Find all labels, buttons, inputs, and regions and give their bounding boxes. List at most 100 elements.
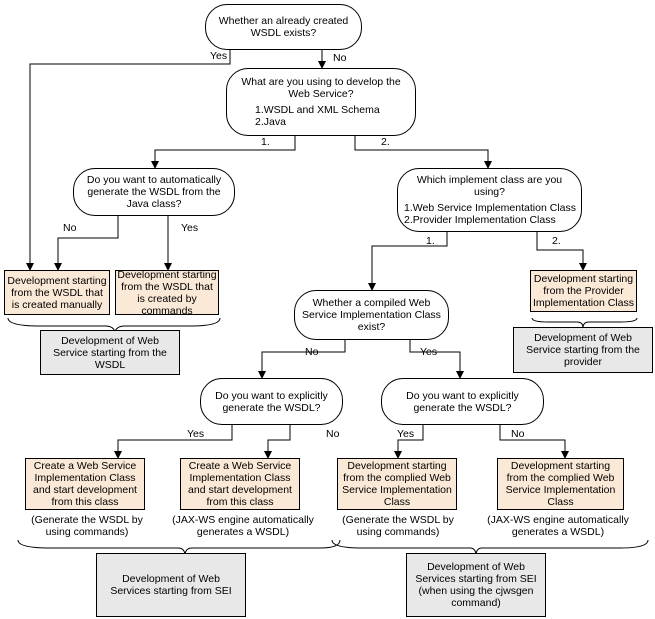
text-line: exist?	[357, 321, 386, 333]
text-line: from the Provider	[543, 285, 624, 297]
edge-q6-no	[264, 425, 291, 459]
edge-q6-yes	[114, 425, 233, 459]
text-line: commands	[141, 304, 193, 317]
text-line: and start development	[33, 484, 137, 496]
text-line: Service Implementation Class	[302, 309, 441, 321]
text-line: from the WSDL that	[121, 280, 213, 293]
label-q1-no: No	[333, 52, 347, 64]
edge-q2-2	[354, 136, 492, 169]
label-q4-1: 1.	[426, 235, 435, 247]
label-q3-yes: Yes	[181, 222, 199, 234]
text-line: (when using the cjwsgen	[418, 585, 534, 597]
text-line: Implementation Class	[533, 297, 634, 309]
text-line: (JAX-WS engine automatically	[172, 514, 314, 526]
label-q2-1: 1.	[261, 136, 270, 148]
label-q3-no: No	[63, 222, 77, 234]
text-line: Service starting from the	[526, 344, 640, 356]
text-line: Whether an already created	[218, 15, 349, 27]
text-line: (Generate the WSDL by	[31, 514, 143, 526]
edge-q1-yes	[26, 42, 231, 271]
text-line: generates a WSDL)	[511, 526, 605, 538]
label-q2-2: 2.	[381, 136, 390, 148]
text-line: Do you want to automatically	[86, 174, 222, 186]
text-line: Class	[547, 496, 574, 508]
text-line: generate the WSDL?	[222, 401, 321, 414]
edge-q4-2	[536, 232, 587, 271]
text-line: What are you using to develop the	[241, 76, 401, 88]
text-line: Development of Web	[534, 332, 632, 344]
edge-q4-1	[368, 232, 448, 291]
label-q4-2: 2.	[552, 235, 561, 247]
text-line: from the complied Web	[506, 472, 615, 484]
text-line: Development starting	[7, 274, 107, 287]
text-line: Class	[383, 496, 411, 508]
text-line: Do you want to explicitly	[215, 389, 328, 402]
text-line: Development starting	[510, 460, 611, 472]
text-line: Development starting	[117, 268, 217, 281]
text-line: (JAX-WS engine automatically	[487, 514, 629, 526]
text-line: Java class?	[126, 198, 182, 210]
text-line: command)	[451, 597, 501, 609]
text-line: using commands)	[45, 526, 129, 538]
text-line: using commands)	[356, 526, 440, 538]
text-line: from this class	[51, 496, 119, 508]
text-line: generate the WSDL from the	[87, 186, 221, 198]
text-line: Development of Web	[427, 561, 525, 573]
text-line: Do you want to explicitly	[406, 389, 519, 402]
text-line: Development of Web	[61, 334, 159, 347]
text-line: Create a Web Service	[33, 460, 137, 472]
text-line: Services starting from SEI	[110, 585, 232, 597]
text-line: Services starting from SEI	[415, 573, 537, 585]
text-line: 2.Provider Implementation Class	[404, 214, 556, 226]
text-line: (Generate the WSDL by	[342, 514, 454, 526]
text-line: Implementation Class	[189, 472, 291, 484]
text-line: provider	[564, 356, 602, 368]
text-line: 1.Web Service Implementation Class	[404, 202, 576, 214]
text-line: Development of Web	[122, 573, 220, 585]
label-q7-yes: Yes	[397, 428, 415, 440]
label-q1-yes: Yes	[210, 50, 228, 62]
label-q6-no: No	[326, 428, 340, 440]
label-q5-yes: Yes	[420, 346, 438, 358]
text-line: Web Service?	[288, 88, 354, 100]
edge-q3-no	[54, 216, 119, 271]
text-line: Which implement class are you	[416, 174, 563, 186]
label-q7-no: No	[511, 428, 525, 440]
text-line: using?	[474, 186, 505, 198]
text-line: and start development	[188, 484, 292, 496]
text-line: Development starting	[347, 460, 447, 472]
text-line: is created by	[137, 292, 197, 305]
text-line: generates a WSDL)	[196, 526, 290, 538]
label-q5-no: No	[305, 346, 319, 358]
text-line: from this class	[206, 496, 274, 508]
text-line: Service Implementation	[342, 484, 452, 496]
text-line: from the complied Web	[343, 472, 451, 484]
edge-q7-yes	[394, 425, 424, 459]
text-line: Development starting	[533, 273, 634, 285]
label-q6-yes: Yes	[187, 428, 205, 440]
edge-q5-no	[258, 340, 346, 379]
